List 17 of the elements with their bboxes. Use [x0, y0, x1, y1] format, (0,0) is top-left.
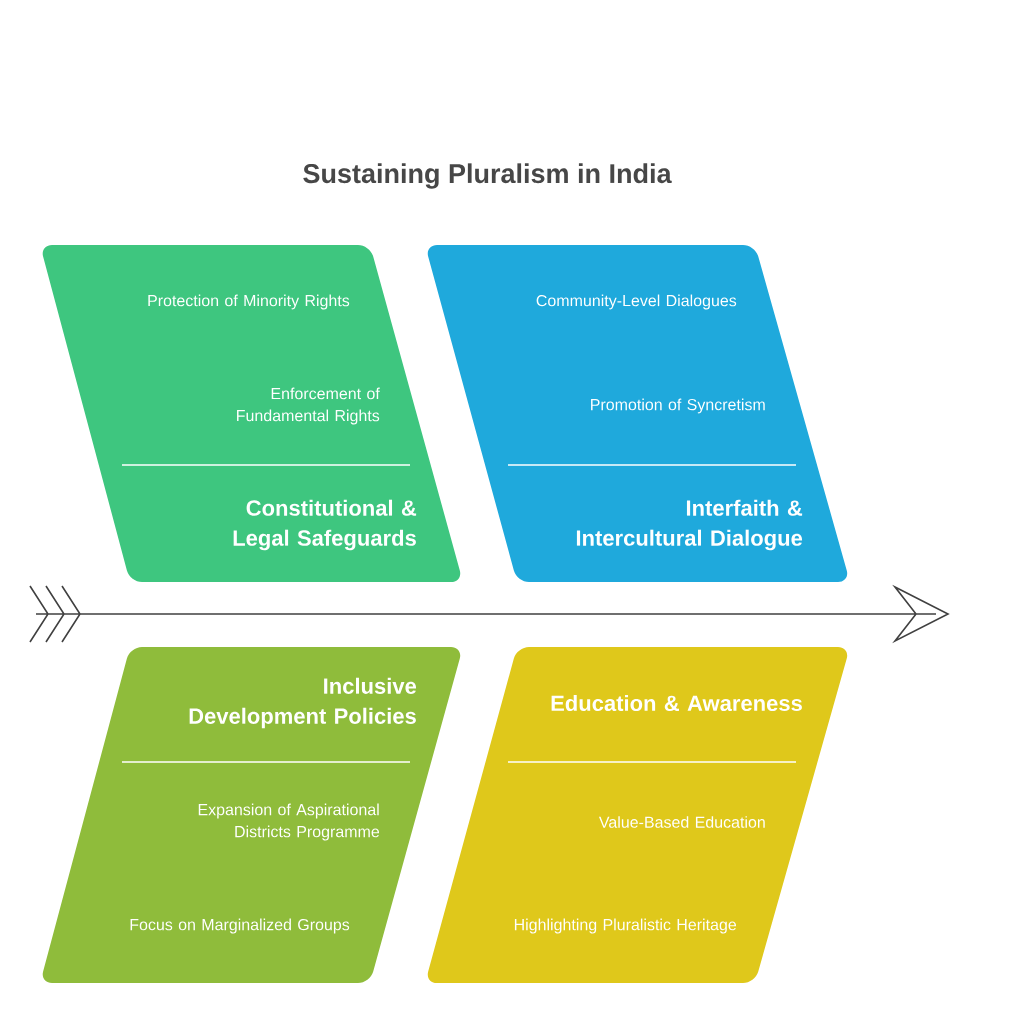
- item-text: Promotion of Syncretism: [591, 398, 765, 414]
- heading: Interfaith & Intercultural Dialogue: [576, 499, 803, 551]
- parallelogram-box: [427, 647, 848, 983]
- heading: Inclusive Development Policies: [189, 677, 417, 729]
- heading: Constitutional & Legal Safeguards: [233, 499, 417, 551]
- item-text: Protection of Minority Rights: [148, 294, 350, 310]
- heading: Education & Awareness: [551, 694, 802, 712]
- title: Sustaining Pluralism in India: [303, 163, 672, 189]
- item-text: Focus on Marginalized Groups: [130, 918, 350, 934]
- parallelogram-box: [42, 647, 461, 983]
- item-text: Expansion of Aspirational Districts Programme: [198, 803, 380, 841]
- parallelogram-box: [427, 245, 848, 582]
- item-text: Highlighting Pluralistic Heritage: [514, 918, 737, 934]
- item-text: Community-Level Dialogues: [536, 294, 737, 310]
- parallelogram-box: [42, 245, 461, 582]
- item-text: Enforcement of Fundamental Rights: [237, 387, 380, 425]
- item-text: Value-Based Education: [598, 816, 765, 828]
